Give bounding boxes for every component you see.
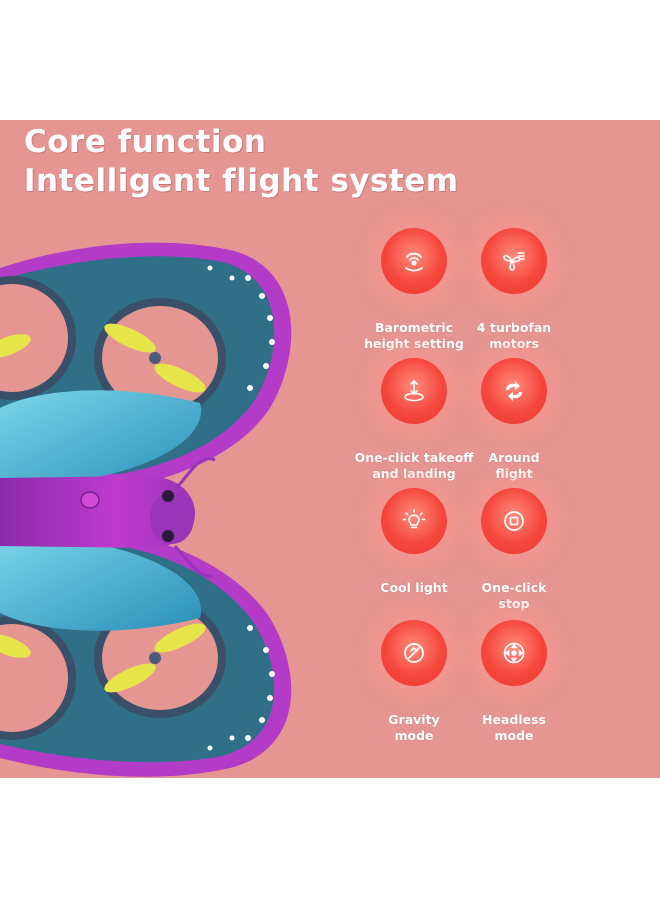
feature-label: One-click stop (449, 580, 579, 612)
feature-label-line2: height setting (364, 336, 464, 351)
feature-label-line1: Cool light (380, 580, 448, 595)
feature-label-line2: and landing (372, 466, 456, 481)
feature-icon-circle (481, 358, 547, 424)
feature-takeoff: One-click takeoff and landing (349, 358, 479, 482)
feature-icon-circle (481, 228, 547, 294)
feature-icon-circle (481, 620, 547, 686)
gravity-icon (404, 643, 424, 663)
feature-icon-circle (481, 488, 547, 554)
wing-dots (207, 265, 275, 751)
drone-body (0, 476, 195, 548)
feature-label-line2: stop (498, 596, 530, 611)
feature-label: One-click takeoff and landing (349, 450, 479, 482)
feature-motors: 4 turbofan motors (449, 228, 579, 352)
takeoff-landing-icon (404, 379, 424, 402)
propeller-top-left (0, 334, 31, 358)
stop-icon (504, 511, 524, 531)
feature-icon-circle (381, 358, 447, 424)
rotate-arrows-icon (506, 381, 522, 401)
feature-label-line2: motors (489, 336, 539, 351)
feature-label-line2: mode (494, 728, 534, 743)
feature-stop: One-click stop (449, 488, 579, 612)
feature-around: Around flight (449, 358, 579, 482)
inner-wing-lower (0, 533, 202, 631)
propeller-ring-top-left (0, 276, 76, 400)
feature-icon-circle (381, 620, 447, 686)
feature-headless: Headless mode (449, 620, 579, 744)
propeller-icon (503, 252, 525, 271)
body-button (80, 491, 100, 509)
drone-eye-top (162, 490, 174, 502)
feature-icon-circle (381, 488, 447, 554)
feature-barometric: Barometric height setting (349, 228, 479, 352)
feature-label-line2: flight (495, 466, 533, 481)
propeller-top-right (104, 323, 206, 393)
headless-joystick-icon (503, 642, 525, 664)
drone-head (150, 492, 194, 544)
feature-label: Around flight (449, 450, 579, 482)
feature-label-line1: One-click (481, 580, 547, 595)
propeller-bottom-left (0, 634, 31, 658)
feature-icon-circle (381, 228, 447, 294)
feature-label: 4 turbofan motors (449, 320, 579, 352)
product-banner: Core function Intelligent flight system (0, 120, 660, 778)
feature-gravity: Gravity mode (349, 620, 479, 744)
feature-label-line1: Gravity (388, 712, 440, 727)
inner-wing-upper (0, 390, 202, 488)
feature-light: Cool light (349, 488, 479, 596)
feature-label-line1: 4 turbofan (476, 320, 552, 335)
feature-label-line1: Around (488, 450, 540, 465)
feature-label: Headless mode (449, 712, 579, 744)
headline-intelligent-flight: Intelligent flight system (24, 163, 459, 199)
feature-label-line1: Headless (482, 712, 546, 727)
feature-label: Gravity mode (349, 712, 479, 744)
feature-label-line1: One-click takeoff (354, 450, 474, 465)
more-dots-icon (391, 176, 395, 194)
feature-label-line2: mode (394, 728, 434, 743)
drone-eye-bottom (162, 530, 174, 542)
barometer-icon (405, 252, 423, 272)
propeller-bottom-right (104, 623, 206, 693)
butterfly-drone-illustration (0, 242, 292, 777)
feature-label-line1: Barometric (374, 320, 454, 335)
feature-label: Barometric height setting (349, 320, 479, 352)
headline-core-function: Core function (24, 124, 267, 160)
antenna-bottom (173, 545, 213, 578)
lightbulb-icon (402, 509, 426, 529)
feature-label: Cool light (349, 580, 479, 596)
antenna-top (173, 457, 216, 491)
